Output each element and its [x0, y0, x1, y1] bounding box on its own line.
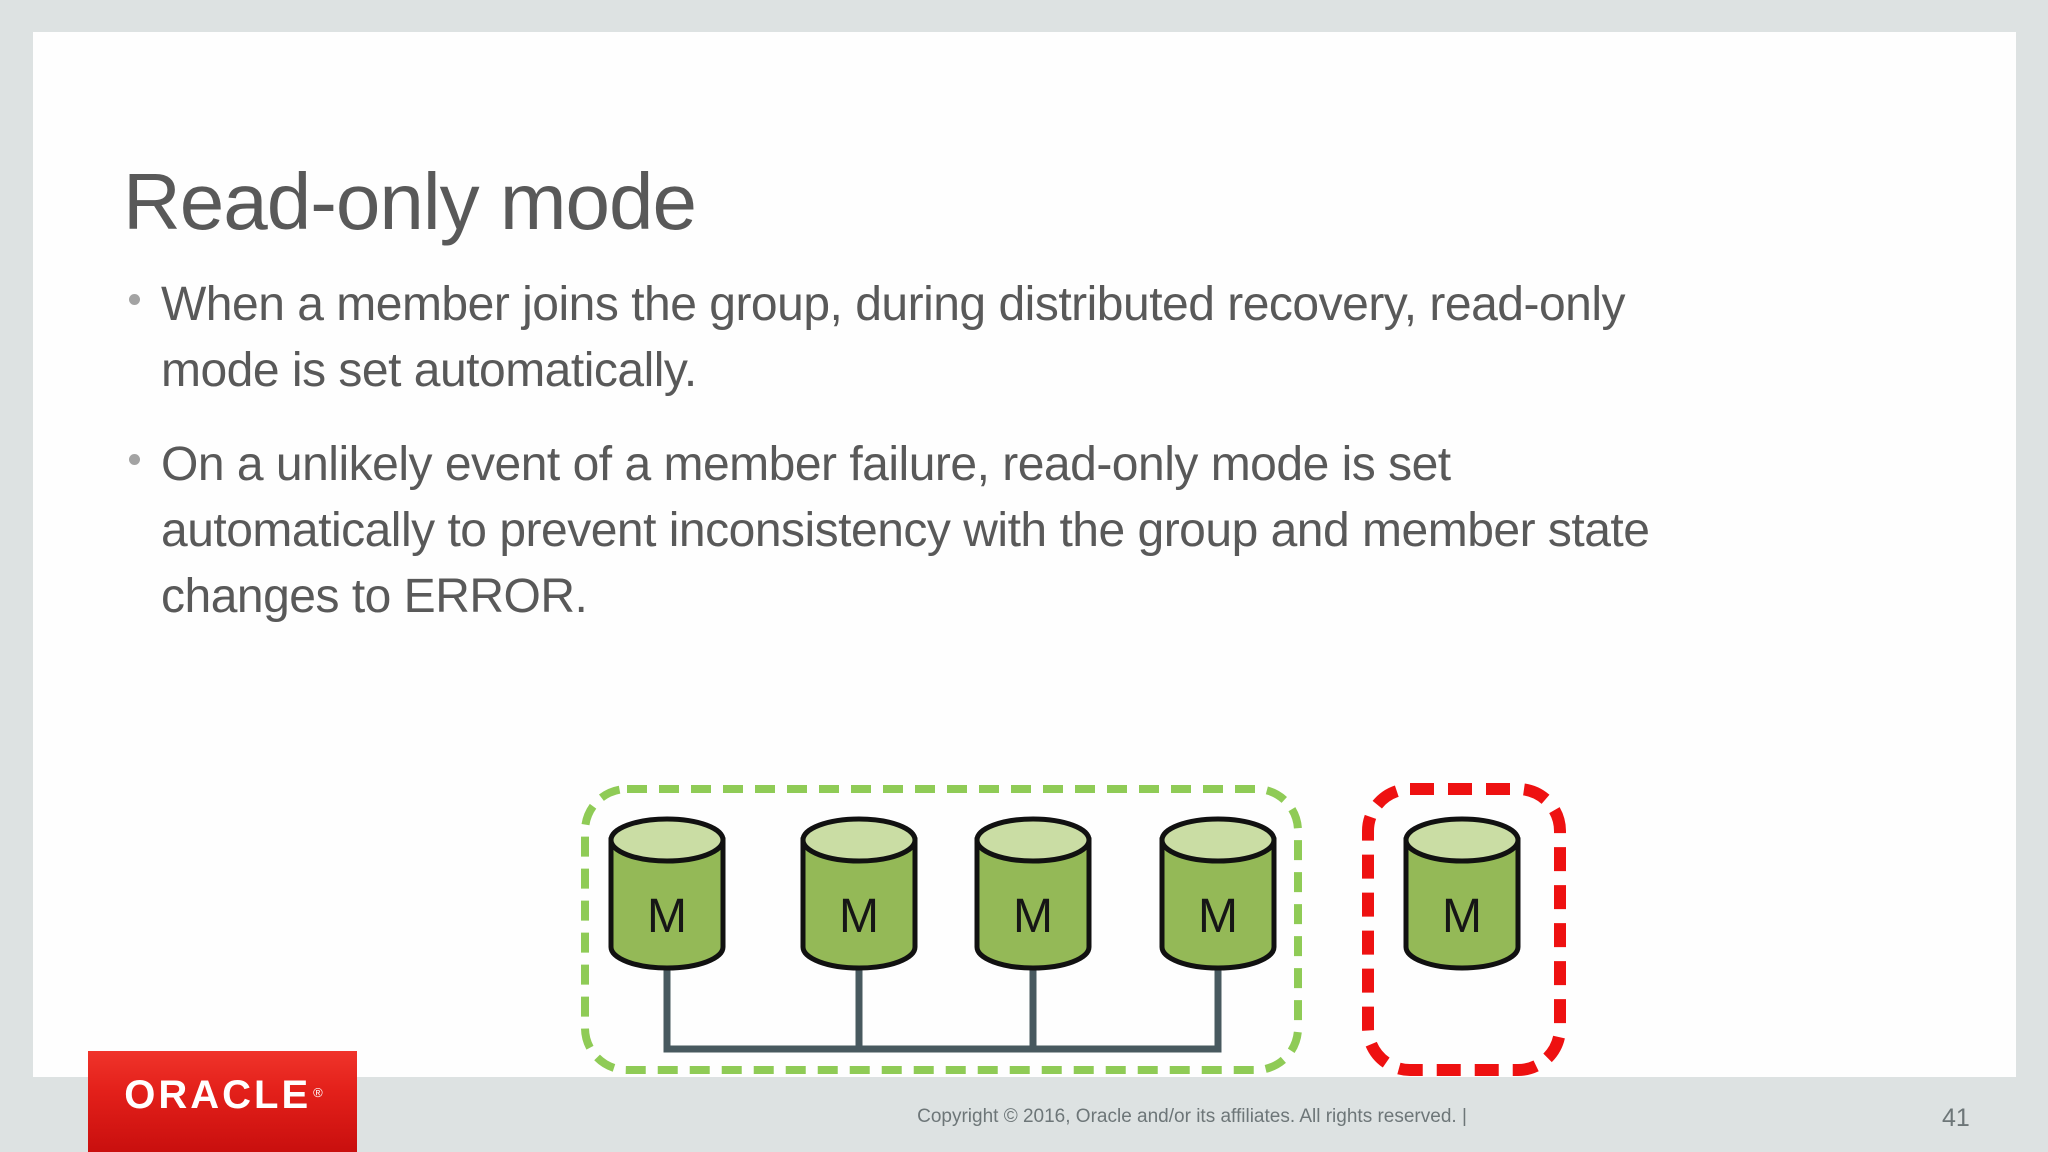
bullet-line: changes to ERROR.	[161, 570, 588, 623]
bullet-item: When a member joins the group, during di…	[123, 272, 2003, 404]
oracle-logo-text: ORACLE	[124, 1072, 312, 1117]
db-cylinder: M	[974, 816, 1092, 971]
db-cylinder: M	[800, 816, 918, 971]
registered-trademark-icon: ®	[313, 1085, 323, 1100]
cylinder-label: M	[1442, 890, 1482, 943]
cylinder-label: M	[647, 890, 687, 943]
bullet-line: On a unlikely event of a member failure,…	[161, 438, 1451, 491]
bullet-text: On a unlikely event of a member failure,…	[161, 432, 1650, 630]
bullet-dot-icon	[129, 294, 140, 305]
bullet-item: On a unlikely event of a member failure,…	[123, 432, 2003, 630]
bullet-line: automatically to prevent inconsistency w…	[161, 504, 1650, 557]
connector-lines	[663, 963, 1222, 1053]
replication-diagram: M M M M M	[581, 783, 1566, 1076]
bullet-dot-icon	[129, 454, 140, 465]
page-number: 41	[1942, 1104, 1970, 1132]
cylinder-top	[800, 816, 918, 864]
cylinder-label: M	[1198, 890, 1238, 943]
failed-member-box	[1362, 783, 1566, 1076]
cylinder-label: M	[839, 890, 879, 943]
cylinder-top	[1159, 816, 1277, 864]
copyright-text: Copyright © 2016, Oracle and/or its affi…	[917, 1106, 1467, 1127]
db-cylinder-failed: M	[1403, 816, 1521, 971]
cylinder-top	[608, 816, 726, 864]
bullet-line: When a member joins the group, during di…	[161, 278, 1626, 331]
slide-canvas: Read-only mode When a member joins the g…	[33, 32, 2016, 1109]
db-cylinder: M	[608, 816, 726, 971]
oracle-logo: ORACLE®	[88, 1051, 357, 1152]
cylinder-top	[974, 816, 1092, 864]
bullet-list: When a member joins the group, during di…	[123, 272, 2003, 658]
cylinder-label: M	[1013, 890, 1053, 943]
page-title: Read-only mode	[123, 157, 697, 246]
db-cylinder: M	[1159, 816, 1277, 971]
cylinder-top	[1403, 816, 1521, 864]
bullet-line: mode is set automatically.	[161, 344, 697, 397]
bullet-text: When a member joins the group, during di…	[161, 272, 1626, 404]
